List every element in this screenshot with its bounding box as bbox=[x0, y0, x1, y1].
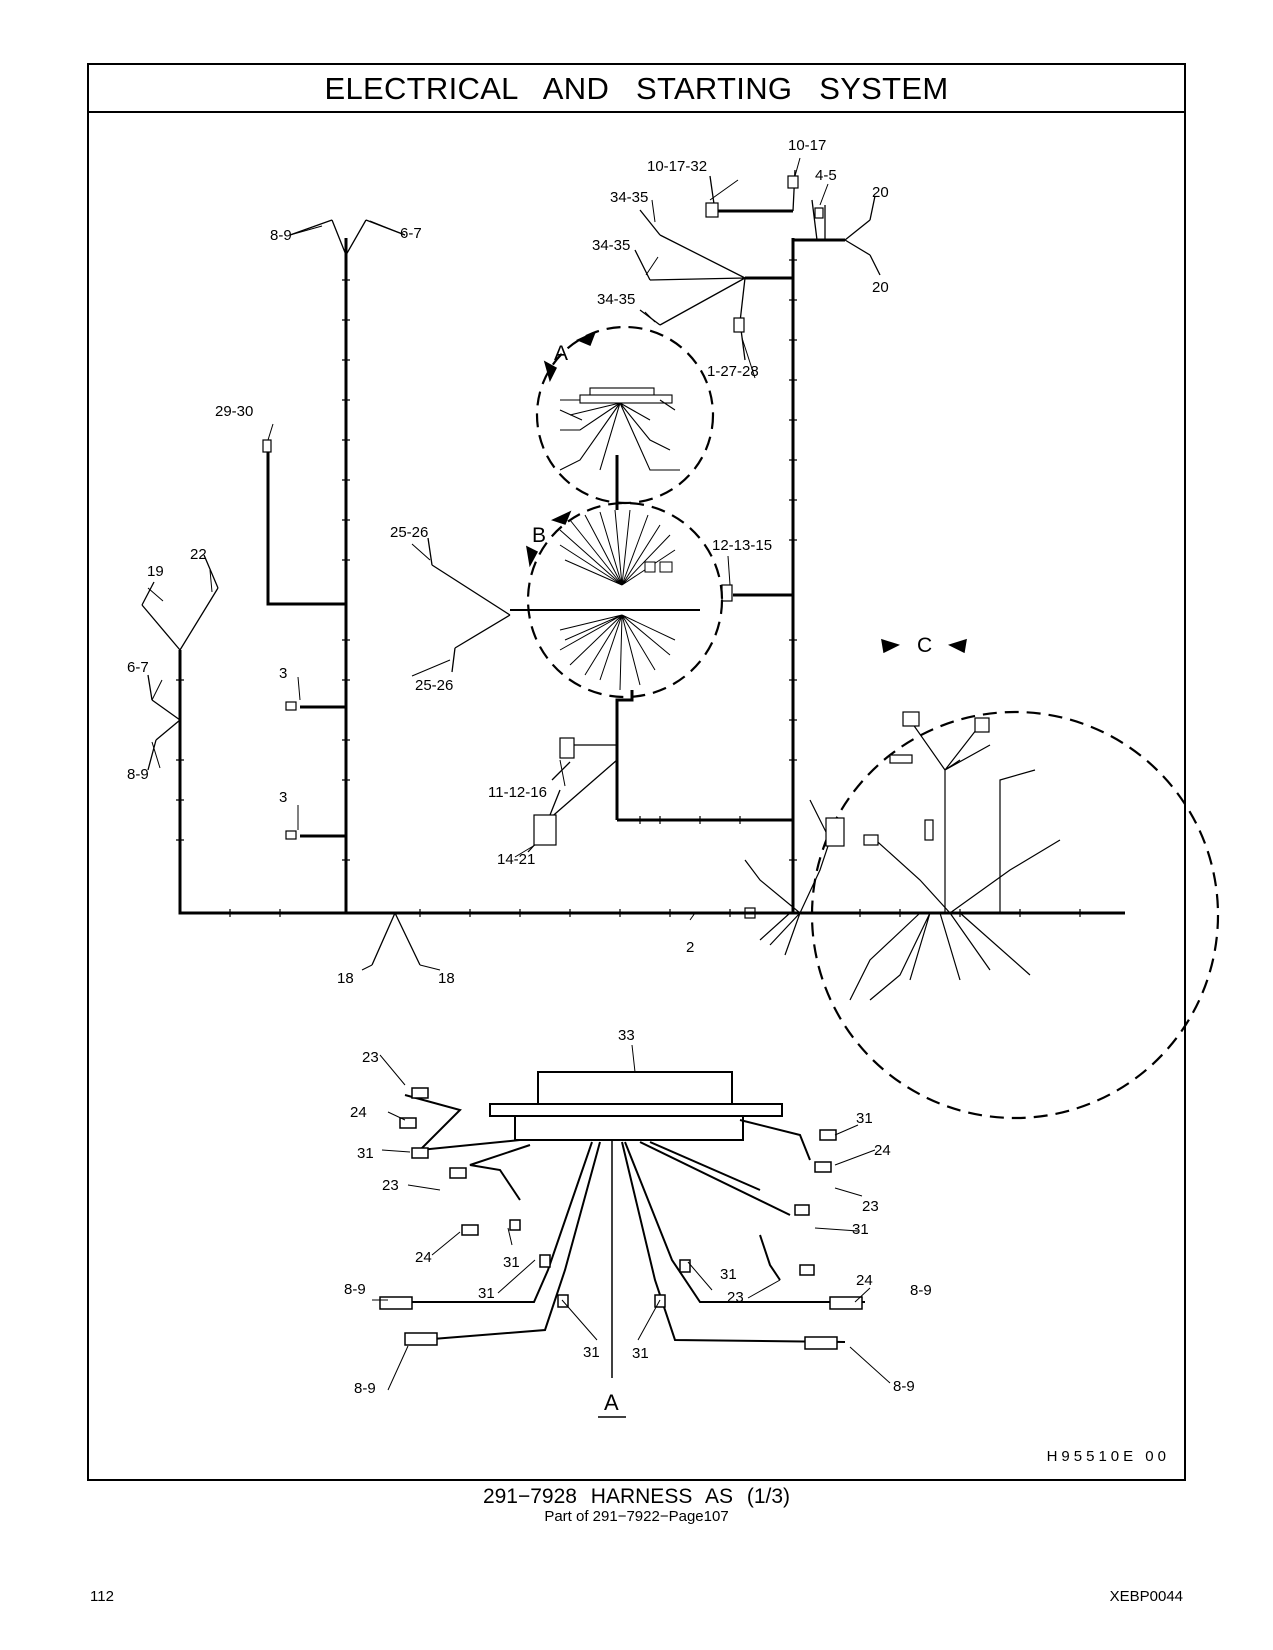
figure-caption: 291−7928 HARNESS AS (1/3) Part of 291−79… bbox=[0, 1485, 1273, 1525]
page-number: 112 bbox=[90, 1588, 114, 1605]
callout-6-7-left: 6-7 bbox=[127, 659, 149, 676]
mid-riser bbox=[615, 690, 634, 820]
caption-title: 291−7928 HARNESS AS (1/3) bbox=[482, 1485, 791, 1508]
tick-marks bbox=[176, 259, 1081, 917]
main-trunk bbox=[178, 878, 1125, 915]
callout-31-h: 31 bbox=[632, 1345, 649, 1362]
callout-19: 19 bbox=[147, 563, 164, 580]
callout-14-21: 14-21 bbox=[497, 851, 535, 868]
callout-4-5: 4-5 bbox=[815, 167, 837, 184]
callout-2: 2 bbox=[686, 939, 694, 956]
callout-18-a: 18 bbox=[337, 970, 354, 987]
callout-10-17: 10-17 bbox=[788, 137, 826, 154]
caption-subtitle: Part of 291−7922−Page107 bbox=[544, 1508, 729, 1525]
diagram-frame: ELECTRICAL AND STARTING SYSTEM H95510E 0… bbox=[87, 63, 1186, 1481]
callout-31-d: 31 bbox=[583, 1344, 600, 1361]
view-b-detail bbox=[510, 509, 700, 691]
callout-23-a: 23 bbox=[362, 1049, 379, 1066]
view-a-bottom-label: A bbox=[604, 1390, 619, 1415]
view-a-bottom-detail bbox=[400, 1071, 865, 1378]
callout-31-a: 31 bbox=[357, 1145, 374, 1162]
illustration-code: H95510E 00 bbox=[1046, 1448, 1170, 1465]
callout-8-9-left: 8-9 bbox=[127, 766, 149, 783]
view-circles bbox=[526, 325, 1220, 1120]
callout-22: 22 bbox=[190, 546, 207, 563]
view-a-detail bbox=[559, 387, 680, 471]
callout-24-a: 24 bbox=[350, 1104, 367, 1121]
callout-3-b: 3 bbox=[279, 789, 287, 806]
callout-33: 33 bbox=[618, 1027, 635, 1044]
callout-31-g: 31 bbox=[720, 1266, 737, 1283]
callout-23-c: 23 bbox=[862, 1198, 879, 1215]
title-bar: ELECTRICAL AND STARTING SYSTEM bbox=[89, 65, 1184, 113]
callout-3-a: 3 bbox=[279, 665, 287, 682]
callout-31-f: 31 bbox=[852, 1221, 869, 1238]
callout-20-bottom: 20 bbox=[872, 279, 889, 296]
view-a-label: A bbox=[554, 342, 568, 365]
callout-29-30: 29-30 bbox=[215, 403, 253, 420]
callout-24-c: 24 bbox=[874, 1142, 891, 1159]
callout-8-9-lower-4: 8-9 bbox=[893, 1378, 915, 1395]
callout-25-26-b: 25-26 bbox=[415, 677, 453, 694]
callout-24-d: 24 bbox=[856, 1272, 873, 1289]
callout-31-e: 31 bbox=[856, 1110, 873, 1127]
callout-25-26-a: 25-26 bbox=[390, 524, 428, 541]
callout-23-d: 23 bbox=[727, 1289, 744, 1306]
callout-34-35-b: 34-35 bbox=[592, 237, 630, 254]
callout-10-17-32: 10-17-32 bbox=[647, 158, 707, 175]
callout-11-12-16: 11-12-16 bbox=[488, 784, 547, 801]
page-title: ELECTRICAL AND STARTING SYSTEM bbox=[324, 71, 949, 106]
callout-18-b: 18 bbox=[438, 970, 455, 987]
callout-34-35-c: 34-35 bbox=[597, 291, 635, 308]
connectors bbox=[262, 175, 824, 919]
view-b-label: B bbox=[532, 524, 546, 547]
callout-23-b: 23 bbox=[382, 1177, 399, 1194]
callout-6-7-top: 6-7 bbox=[400, 225, 422, 242]
callout-31-b: 31 bbox=[503, 1254, 520, 1271]
callout-24-b: 24 bbox=[415, 1249, 432, 1266]
callout-31-c: 31 bbox=[478, 1285, 495, 1302]
view-c-label: C bbox=[917, 634, 932, 657]
document-id: XEBP0044 bbox=[1109, 1588, 1183, 1605]
callout-1-27-28: 1-27-28 bbox=[707, 363, 759, 380]
callout-20-top: 20 bbox=[872, 184, 889, 201]
callout-34-35-a: 34-35 bbox=[610, 189, 648, 206]
callout-8-9-top: 8-9 bbox=[270, 227, 292, 244]
callout-12-13-15: 12-13-15 bbox=[712, 537, 772, 554]
callout-8-9-lower-1: 8-9 bbox=[344, 1281, 366, 1298]
view-c-detail bbox=[744, 711, 1125, 1001]
branch-29-30 bbox=[266, 445, 346, 606]
callout-8-9-lower-2: 8-9 bbox=[354, 1380, 376, 1397]
callout-8-9-lower-3: 8-9 bbox=[910, 1282, 932, 1299]
callout-labels: 10-17 10-17-32 4-5 20 20 34-35 34-35 34-… bbox=[127, 137, 932, 1397]
